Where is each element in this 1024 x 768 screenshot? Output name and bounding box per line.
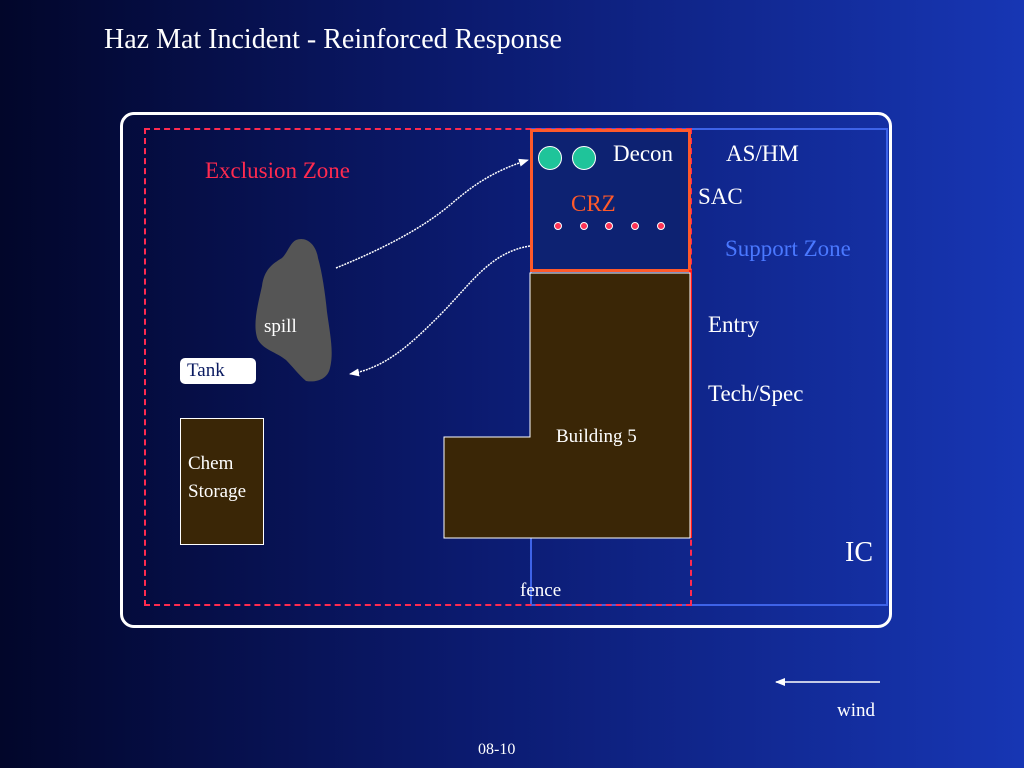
chem-storage-building [180,418,264,545]
entry-label: Entry [708,312,760,337]
wind-label: wind [837,700,875,721]
exclusion-zone-label: Exclusion Zone [205,158,350,183]
crz-marker-4 [631,222,639,230]
ic-label: IC [845,537,873,568]
chem-label-line2: Storage [188,481,247,502]
crz-marker-3 [605,222,613,230]
support-zone-label: Support Zone [725,236,851,261]
decon-station-1 [538,146,562,170]
fence-label: fence [520,580,562,601]
tank-label: Tank [187,360,225,381]
decon-station-2 [572,146,596,170]
chem-storage-label: Chem Storage [188,450,246,506]
building-5-label: Building 5 [556,426,637,447]
chem-label-line1: Chem [188,453,234,474]
crz-marker-5 [657,222,665,230]
sac-label: SAC [698,184,743,209]
tech-spec-label: Tech/Spec [708,381,804,406]
ashm-label: AS/HM [726,141,799,166]
slide-number: 08-10 [478,741,516,758]
tank-shape [180,358,256,384]
spill-label: spill [264,316,297,337]
crz-marker-1 [554,222,562,230]
slide-title: Haz Mat Incident - Reinforced Response [104,24,562,55]
decon-label: Decon [613,141,674,166]
crz-marker-2 [580,222,588,230]
hot-line [689,270,692,538]
crz-label: CRZ [571,191,616,216]
scene-frame [120,112,892,628]
